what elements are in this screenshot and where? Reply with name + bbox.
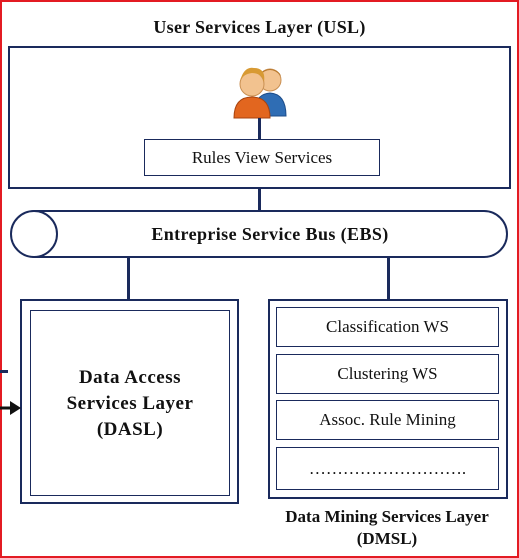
dmsl-label: Data Mining Services Layer (DMSL): [285, 507, 489, 548]
dasl-inner-box: [30, 310, 230, 496]
usl-ebs-connector: [258, 189, 261, 211]
more-services-box: ……………………….: [276, 447, 499, 490]
rules-view-services-box: Rules View Services: [144, 139, 380, 176]
incoming-arrow-icon: [0, 401, 21, 415]
ebs-bus: [12, 210, 508, 258]
clustering-ws-box: Clustering WS: [276, 354, 499, 394]
ebs-dmsl-connector: [387, 258, 390, 300]
classification-ws-box: Classification WS: [276, 307, 499, 347]
ebs-bus-cap: [10, 210, 58, 258]
usl-title: User Services Layer (USL): [153, 17, 366, 37]
ebs-label: Entreprise Service Bus (EBS): [151, 223, 389, 244]
dasl-label: Data Access Services Layer (DASL): [66, 367, 194, 440]
users-icon: [233, 67, 287, 119]
ebs-dasl-connector: [127, 258, 130, 300]
assoc-rule-mining-box: Assoc. Rule Mining: [276, 400, 499, 440]
incoming-line: [0, 370, 8, 373]
user-connector: [258, 118, 261, 140]
